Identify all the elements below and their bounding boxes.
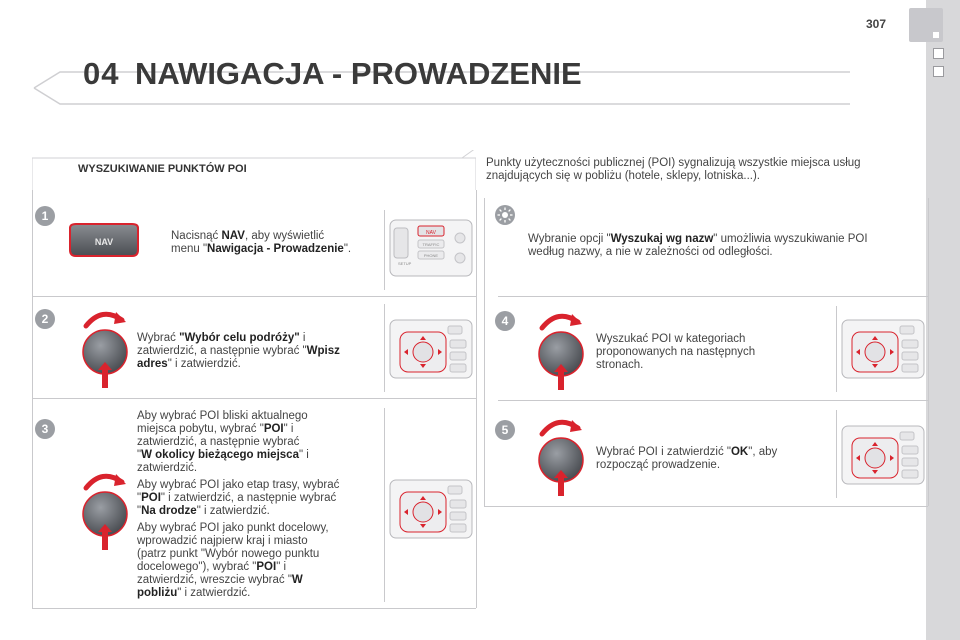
step5-text: Wybrać POI i zatwierdzić "OK", aby rozpo… — [596, 446, 778, 471]
rotary-knob-illustration — [538, 419, 584, 496]
section-title: WYSZUKIWANIE PUNKTÓW POI — [78, 163, 247, 175]
intro-text: Punkty użyteczności publicznej (POI) syg… — [486, 157, 861, 182]
page-tab — [909, 8, 943, 42]
step2-text: Wybrać "Wybór celu podróży" i zatwierdzi… — [137, 332, 340, 370]
svg-text:NAV: NAV — [426, 230, 437, 236]
rotary-knob-illustration — [82, 473, 128, 550]
svg-text:PHONE: PHONE — [424, 253, 439, 258]
tip-text: Wybranie opcji "Wyszukaj wg nazw" umożli… — [528, 233, 868, 258]
page-edge-bar — [926, 0, 960, 640]
tip-light-icon — [495, 205, 515, 225]
step-badge-5: 5 — [495, 420, 515, 440]
chapter-number: 04 — [83, 56, 120, 91]
svg-text:4: 4 — [502, 314, 509, 328]
side-marker — [933, 48, 944, 59]
control-pad-illustration — [389, 479, 473, 539]
svg-text:NAV: NAV — [95, 237, 113, 247]
step-badge-2: 2 — [35, 309, 55, 329]
step3-text: Aby wybrać POI bliski aktualnego miejsca… — [137, 410, 340, 599]
side-marker — [933, 66, 944, 77]
svg-text:5: 5 — [502, 423, 509, 437]
svg-text:3: 3 — [42, 422, 49, 436]
step1-text: Nacisnąć NAV, aby wyświetlić menu "Nawig… — [171, 230, 352, 255]
svg-text:TRAFFIC: TRAFFIC — [423, 242, 440, 247]
section-header-shape — [32, 150, 476, 190]
control-pad-illustration — [841, 425, 925, 485]
svg-text:2: 2 — [42, 312, 49, 326]
control-pad-illustration — [841, 319, 925, 379]
rotary-knob-illustration — [538, 313, 584, 390]
step-badge-1: 1 — [35, 206, 55, 226]
chapter-title: NAWIGACJA - PROWADZENIE — [135, 56, 582, 91]
step-badge-3: 3 — [35, 419, 55, 439]
nav-button-illustration: NAV — [69, 223, 139, 257]
svg-text:SETUP: SETUP — [398, 261, 412, 266]
radio-panel-nav-illustration: NAV TRAFFIC PHONE SETUP — [389, 219, 473, 277]
svg-text:1: 1 — [42, 209, 49, 223]
rotary-knob-illustration — [82, 311, 128, 388]
step-badge-4: 4 — [495, 311, 515, 331]
page-number: 307 — [866, 17, 887, 31]
chapter-header-shape — [33, 71, 850, 105]
control-pad-illustration — [389, 319, 473, 379]
step4-text: Wyszukać POI w kategoriach proponowanych… — [596, 333, 756, 371]
